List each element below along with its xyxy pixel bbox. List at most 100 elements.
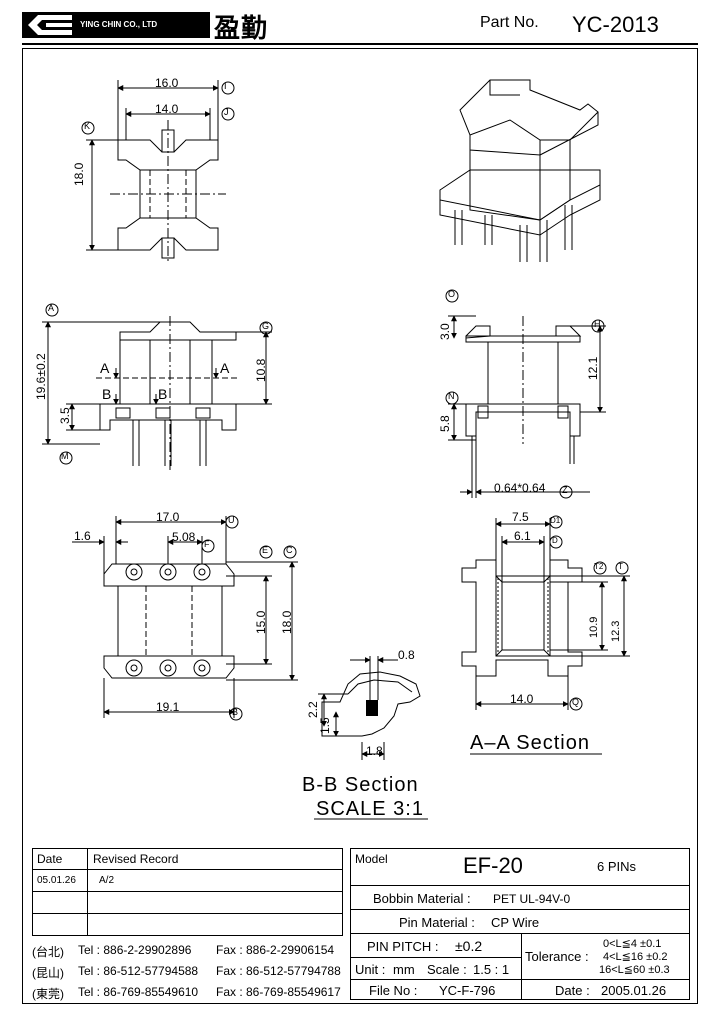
dim-asec-w-inner: 6.1	[514, 529, 531, 543]
model-value: EF-20	[463, 853, 523, 878]
ref-f: F	[204, 539, 210, 549]
model-label: Model	[355, 852, 388, 866]
a-section-view	[461, 515, 630, 755]
logo-mark-icon	[28, 15, 72, 35]
dim-asec-h-a: 10.9	[588, 616, 600, 638]
drawing-frame	[22, 48, 698, 1004]
contact-fax: Fax : 886-2-29906154	[216, 943, 335, 957]
dim-asec-w-bot: 14.0	[510, 692, 534, 706]
dim-bottom-offset: 1.6	[74, 529, 91, 543]
revision-row-date: 05.01.26	[37, 875, 76, 886]
bobbin-material-label: Bobbin Material :	[373, 891, 471, 906]
ref-d1: D1	[550, 516, 561, 525]
pin-pitch-value: ±0.2	[455, 938, 483, 954]
revision-row-record: A/2	[99, 875, 115, 886]
contact-city: (東莞)	[32, 987, 64, 1001]
scale-label: Scale :	[427, 962, 467, 977]
dim-bottom-inner-h: 15.0	[254, 610, 268, 634]
ref-e: E	[262, 545, 269, 555]
dim-side-top: 3.0	[438, 323, 452, 340]
ref-o: O	[448, 289, 456, 299]
dim-bottom-base-w: 19.1	[156, 700, 180, 714]
top-view	[81, 80, 235, 264]
part-no: YC-2013	[572, 12, 659, 37]
ref-m: M	[61, 451, 69, 461]
front-view	[42, 303, 273, 470]
bobbin-material-value: PET UL-94V-0	[493, 892, 571, 906]
section-b-left: B	[102, 386, 112, 402]
dim-side-upper: 12.1	[586, 356, 600, 380]
tolerance-row-2: 4<L≦16 ±0.2	[603, 951, 668, 963]
contact-row: (昆山) Tel : 86-512-57794588 Fax : 86-512-…	[32, 962, 348, 983]
ref-d: D	[552, 536, 558, 545]
dim-bottom-outer-h: 18.0	[280, 610, 294, 634]
pin-count: 6 PINs	[597, 859, 637, 874]
b-section-scale: SCALE 3:1	[316, 798, 424, 820]
contact-city: (昆山)	[32, 966, 64, 980]
dim-front-pin-row: 3.5	[58, 407, 72, 424]
company-name-cn: 盈勤	[214, 14, 269, 44]
dim-bsec-h-b: 1.5	[318, 717, 332, 734]
ref-k: K	[84, 121, 91, 131]
ref-t2: T2	[594, 562, 604, 571]
date-value: 2005.01.26	[601, 983, 667, 998]
section-a-left: A	[100, 360, 110, 376]
dim-top-width-outer: 16.0	[155, 76, 179, 90]
file-no-value: YC-F-796	[439, 983, 496, 998]
pin-material-label: Pin Material :	[399, 915, 475, 930]
dim-bsec-w-top: 0.8	[398, 648, 415, 662]
dim-front-height-upper: 10.8	[254, 358, 268, 382]
dim-side-lower: 5.8	[438, 415, 452, 432]
dim-top-height: 18.0	[72, 162, 86, 186]
contact-tel: Tel : 886-2-29902896	[78, 943, 192, 957]
tolerance-row-1: 0<L≦4 ±0.1	[603, 938, 662, 950]
ref-b: B	[232, 707, 239, 717]
ref-j: J	[224, 107, 229, 117]
isometric-view	[439, 79, 601, 262]
ref-q: Q	[572, 697, 580, 707]
spec-table: Model EF-20 6 PINs Bobbin Material : PET…	[350, 848, 690, 1000]
pin-material-value: CP Wire	[491, 915, 540, 930]
a-section-title: A–A Section	[470, 732, 590, 754]
company-name: YING CHIN CO., LTD	[80, 20, 158, 29]
ref-z: Z	[562, 485, 568, 495]
contact-list: (台北) Tel : 886-2-29902896 Fax : 886-2-29…	[32, 941, 348, 1004]
section-b-right: B	[158, 386, 168, 402]
tolerance-row-3: 16<L≦60 ±0.3	[599, 964, 670, 976]
dim-bsec-w-bot: 1.8	[366, 744, 383, 758]
header-rule	[22, 43, 698, 45]
section-a-right: A	[220, 360, 230, 376]
company-logo: YING CHIN CO., LTD	[22, 12, 210, 38]
dim-front-height-total: 19.6±0.2	[34, 353, 48, 400]
unit-label: Unit :	[355, 962, 386, 977]
ref-h: H	[594, 319, 601, 329]
pin-pitch-label: PIN PITCH :	[367, 939, 439, 954]
contact-fax: Fax : 86-769-85549617	[216, 985, 341, 999]
revision-record-header: Revised Record	[93, 852, 179, 866]
file-no-label: File No :	[369, 983, 418, 998]
dim-side-pin: 0.64*0.64	[494, 481, 546, 495]
ref-t: T	[618, 562, 623, 571]
tolerance-label: Tolerance :	[525, 949, 589, 964]
contact-city: (台北)	[32, 945, 64, 959]
dim-asec-h-b: 12.3	[610, 620, 622, 642]
scale-value: 1.5 : 1	[473, 962, 510, 977]
contact-row: (台北) Tel : 886-2-29902896 Fax : 886-2-29…	[32, 941, 348, 962]
dim-bottom-pitch: 5.08	[172, 530, 196, 544]
contact-row: (東莞) Tel : 86-769-85549610 Fax : 86-769-…	[32, 983, 348, 1004]
contact-fax: Fax : 86-512-57794788	[216, 964, 341, 978]
ref-i: I	[224, 81, 227, 91]
dim-bottom-width: 17.0	[156, 510, 180, 524]
ref-u: U	[228, 515, 235, 525]
b-section-view	[318, 656, 421, 760]
dim-top-width-inner: 14.0	[155, 102, 179, 116]
part-no-label: Part No.	[480, 14, 539, 31]
bottom-view	[72, 515, 298, 721]
dim-bsec-h-a: 2.2	[306, 701, 320, 718]
contact-tel: Tel : 86-512-57794588	[78, 964, 199, 978]
technical-drawing	[42, 79, 630, 820]
contact-tel: Tel : 86-769-85549610	[78, 985, 199, 999]
revision-table: Date Revised Record 05.01.26 A/2	[32, 848, 343, 936]
ref-c: C	[286, 545, 293, 555]
side-view	[445, 289, 606, 499]
